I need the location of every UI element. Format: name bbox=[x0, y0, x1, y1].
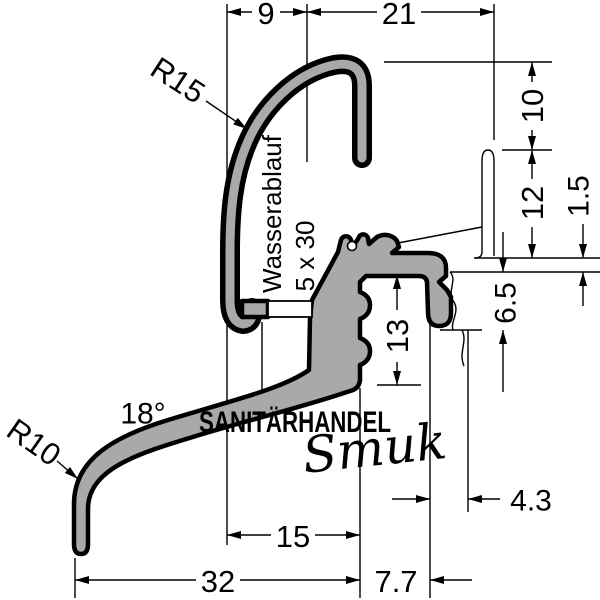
reference-contours bbox=[377, 61, 600, 386]
dim-top-width-left: 9 bbox=[257, 0, 274, 31]
dim-right-gap: 1.5 bbox=[563, 175, 596, 217]
label-slot-name: Wasserablauf bbox=[257, 134, 287, 293]
label-angle: 18° bbox=[120, 398, 165, 431]
profile-bottom-wall bbox=[239, 298, 271, 320]
profile-body bbox=[71, 232, 454, 557]
dim-bottom-inner: 15 bbox=[276, 519, 310, 554]
clip-notch bbox=[346, 240, 358, 252]
dim-bottom-step: 7.7 bbox=[374, 564, 417, 599]
label-slot-size: 5 x 30 bbox=[290, 221, 320, 292]
dim-offset-small: 4.3 bbox=[510, 485, 552, 518]
profile-canopy-core bbox=[225, 59, 367, 329]
water-drain-slot bbox=[267, 300, 313, 318]
watermark: SANITÄRHANDEL Smuk bbox=[199, 406, 449, 485]
label-radius-top: R15 bbox=[144, 50, 211, 110]
dim-right-top: 10 bbox=[515, 89, 550, 123]
profile bbox=[71, 54, 454, 557]
label-radius-bottom: R10 bbox=[0, 412, 67, 473]
watermark-name: SANITÄRHANDEL bbox=[199, 406, 391, 439]
dim-center-height: 13 bbox=[380, 319, 415, 353]
dim-top-width-right: 21 bbox=[382, 0, 416, 31]
dim-right-mid: 12 bbox=[515, 186, 550, 220]
dim-right-low: 6.5 bbox=[490, 282, 523, 324]
dim-bottom-total: 32 bbox=[201, 564, 235, 599]
dimension-labels: 9 21 10 12 1.5 6.5 13 4.3 15 bbox=[196, 0, 596, 599]
